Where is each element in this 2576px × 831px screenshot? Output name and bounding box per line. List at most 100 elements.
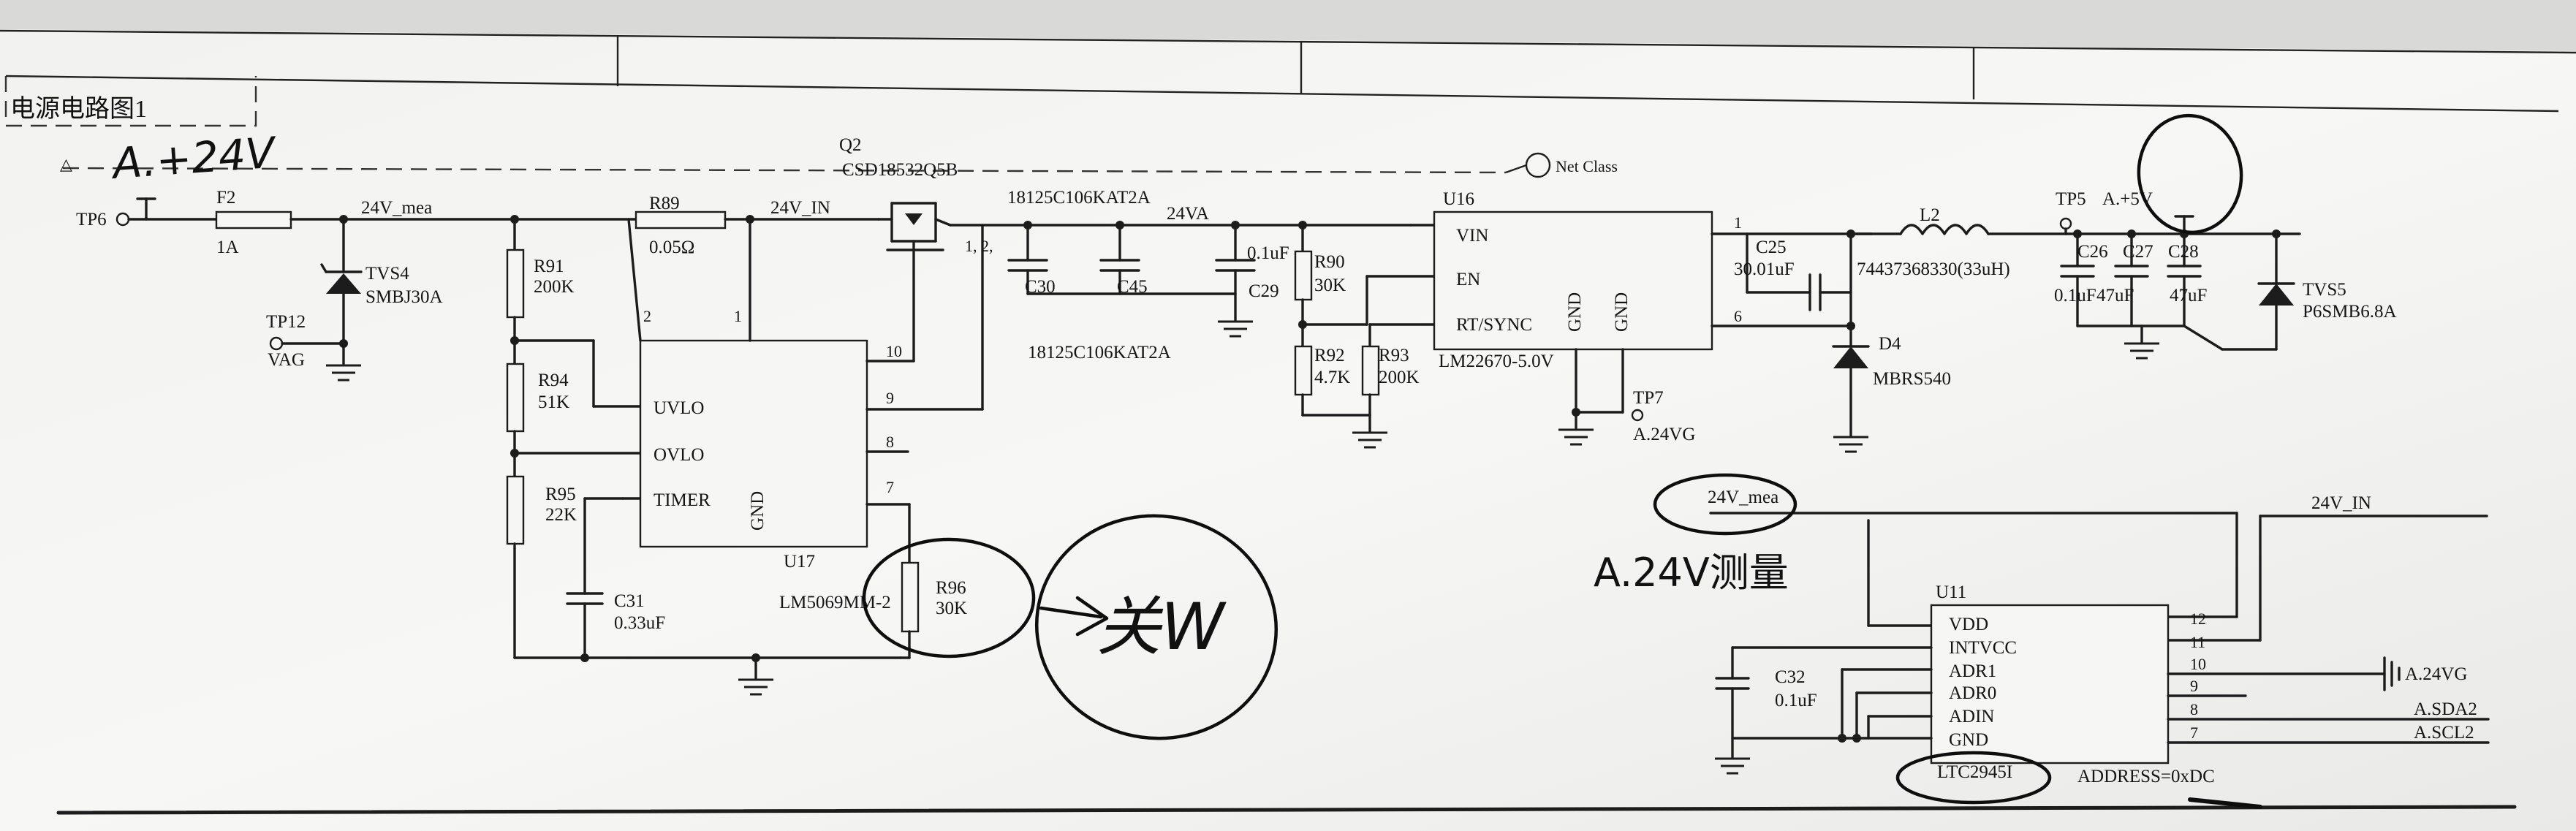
title-block: 电源电路图1 <box>4 75 2559 127</box>
svg-text:9: 9 <box>2190 677 2198 695</box>
cap-part-bottom: 18125C106KAT2A <box>1028 343 1171 363</box>
title-text: 电源电路图1 <box>10 95 147 123</box>
net-24va: 24VA <box>1167 204 1209 224</box>
svg-text:VDD: VDD <box>1949 615 1988 634</box>
q2-mosfet: Q2 CSD18532Q5B 1, 2, <box>839 135 993 255</box>
tvs4-label: TVS4 <box>365 264 409 284</box>
c27-label: C27 <box>2123 242 2153 262</box>
svg-text:8: 8 <box>886 433 894 451</box>
c26-value: 0.1uF <box>2054 286 2096 306</box>
section-title: A.24V测量 <box>1594 550 1789 596</box>
svg-text:△: △ <box>60 155 72 173</box>
tvs4-value: SMBJ30A <box>365 287 443 307</box>
svg-text:10: 10 <box>886 342 902 360</box>
handwritten-notes: A.+24V 关W <box>108 113 2262 809</box>
r89-label: R89 <box>649 194 680 213</box>
u17-value: LM5069MM-2 <box>779 593 891 612</box>
r93-label: R93 <box>1379 346 1409 365</box>
net-a24vg: A.24VG <box>2405 664 2467 684</box>
tp7-label: TP7 <box>1633 388 1664 408</box>
c31-value: 0.33uF <box>614 613 665 633</box>
cap-part-top: 18125C106KAT2A <box>1007 188 1151 208</box>
c26 <box>2060 232 2095 327</box>
u17-chip: UVLO OVLO TIMER GND U17 LM5069MM-2 2 1 1… <box>627 215 984 659</box>
d4-value: MBRS540 <box>1873 369 1951 389</box>
f2-label: F2 <box>216 188 235 208</box>
c25-value: 30.01uF <box>1734 259 1795 279</box>
svg-text:ADIN: ADIN <box>1949 707 1995 726</box>
r90-value: 30K <box>1314 276 1346 295</box>
handwriting-a24v: A.+24V <box>108 127 279 189</box>
svg-text:11: 11 <box>2190 633 2205 651</box>
c26-label: C26 <box>2077 242 2108 262</box>
r91-label: R91 <box>534 257 564 276</box>
r92-label: R92 <box>1314 346 1345 365</box>
f2-fuse <box>215 210 292 229</box>
svg-text:1: 1 <box>1734 213 1742 232</box>
r95-label: R95 <box>545 485 576 504</box>
u16-chip: U16 VIN EN RT/SYNC GND GND LM22670-5.0V … <box>1433 189 1873 446</box>
svg-text:1: 1 <box>734 307 742 325</box>
r96-value: 30K <box>936 599 967 618</box>
gnd-r93 <box>1352 431 1387 449</box>
net-sda: A.SDA2 <box>2414 699 2477 719</box>
tp7-net: A.24VG <box>1633 425 1695 444</box>
net-class-label: Net Class <box>1556 157 1618 175</box>
q2-value: CSD18532Q5B <box>842 160 958 180</box>
tvs5-value: P6SMB6.8A <box>2303 302 2397 322</box>
svg-text:12: 12 <box>2190 610 2206 628</box>
u16-value: LM22670-5.0V <box>1439 352 1554 371</box>
svg-text:6: 6 <box>1734 307 1742 325</box>
svg-text:ADR1: ADR1 <box>1949 661 1996 681</box>
svg-text:10: 10 <box>2190 655 2206 673</box>
handwriting-arrow-note: 关W <box>1096 589 1227 664</box>
tp12-label: TP12 <box>266 312 306 332</box>
tp12-net: VAG <box>268 350 305 370</box>
svg-text:2: 2 <box>643 307 651 325</box>
c27 <box>2114 232 2149 327</box>
tp5-label: TP5 <box>2056 189 2086 209</box>
c25-label: C25 <box>1756 238 1787 257</box>
c29-label: C29 <box>1249 281 1279 301</box>
l2-label: L2 <box>1920 205 1940 225</box>
svg-text:1, 2,: 1, 2, <box>965 237 993 255</box>
c28 <box>2167 232 2202 327</box>
tp6-label: TP6 <box>76 210 107 229</box>
r95-value: 22K <box>545 505 577 525</box>
buck-output: C25 30.01uF L2 74437368330(33uH) D4 MBRS… <box>1734 205 2301 453</box>
c28-value: 47uF <box>2170 286 2207 306</box>
r90-label: R90 <box>1314 252 1345 272</box>
r93-value: 200K <box>1379 368 1420 387</box>
svg-text:TIMER: TIMER <box>654 490 711 510</box>
l2-value: 74437368330(33uH) <box>1857 259 2010 279</box>
net-24v-mea-box: 24V_mea <box>1708 487 1778 507</box>
r94-value: 51K <box>538 392 569 412</box>
net-24v-in-right: 24V_IN <box>2311 493 2371 513</box>
r91-value: 200K <box>534 277 575 297</box>
svg-text:UVLO: UVLO <box>654 398 704 418</box>
svg-text:INTVCC: INTVCC <box>1949 638 2017 658</box>
svg-text:GND: GND <box>748 491 768 531</box>
svg-text:EN: EN <box>1456 270 1480 289</box>
c29-value: 0.1uF <box>1247 243 1289 263</box>
u11-label: U11 <box>1936 583 1966 602</box>
divider-group: R91 200K R94 51K R95 22K C31 0.33uF <box>506 215 902 696</box>
net-class-outline: Net Class △ <box>60 152 1618 178</box>
u11-box <box>1930 604 2170 764</box>
gnd-tvs4 <box>326 364 361 382</box>
c31-label: C31 <box>614 591 645 611</box>
q2-label: Q2 <box>839 135 862 155</box>
gnd-c29 <box>1218 320 1253 338</box>
net-24v-in: 24V_IN <box>770 198 830 218</box>
u11-value: LTC2945I <box>1937 762 2012 782</box>
c27-value: 47uF <box>2096 286 2134 306</box>
svg-text:7: 7 <box>2190 724 2198 742</box>
svg-text:ADR0: ADR0 <box>1949 683 1996 703</box>
r96-label: R96 <box>936 578 966 598</box>
svg-text:GND: GND <box>1949 730 1988 750</box>
svg-text:VIN: VIN <box>1456 226 1488 246</box>
svg-text:7: 7 <box>886 478 894 496</box>
r89-shunt <box>634 210 727 229</box>
tvs4-group: TVS4 SMBJ30A TP12 VAG <box>266 215 443 382</box>
